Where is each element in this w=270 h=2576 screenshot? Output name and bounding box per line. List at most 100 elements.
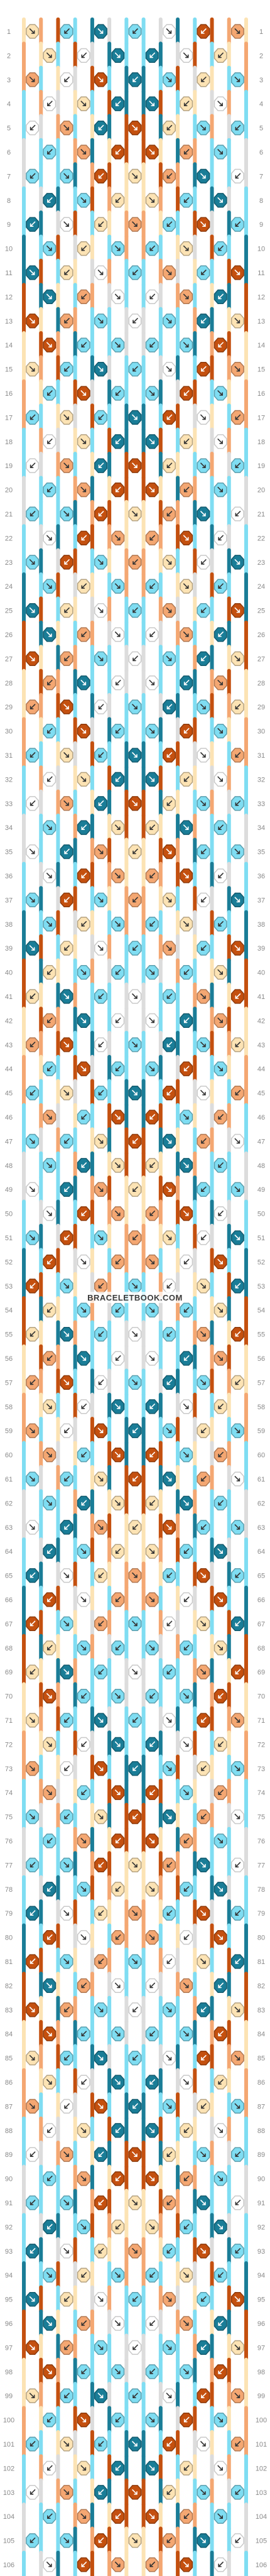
- knot-arrow-icon: [63, 1910, 69, 1916]
- knot-arrow-icon: [149, 2369, 156, 2374]
- row-number: 98: [5, 2369, 13, 2376]
- knot-arrow-icon: [166, 848, 172, 854]
- knot-arrow-icon: [30, 1862, 36, 1868]
- row-number: 1: [7, 28, 11, 36]
- knot-arrow-icon: [183, 2562, 189, 2567]
- knot: [213, 2364, 227, 2379]
- knot-arrow-icon: [114, 1451, 121, 1458]
- knot: [43, 2557, 57, 2572]
- knot-arrow-icon: [200, 124, 206, 131]
- knot: [163, 699, 176, 714]
- row-number: 1: [259, 28, 263, 36]
- knot: [111, 579, 125, 594]
- knot: [60, 2340, 73, 2355]
- knot-arrow-icon: [97, 655, 104, 662]
- knot-arrow-icon: [166, 1910, 173, 1916]
- knot: [43, 145, 57, 160]
- knot: [26, 1809, 40, 1825]
- knot: [94, 1375, 107, 1390]
- knot: [145, 1254, 159, 1270]
- knot-arrow-icon: [200, 221, 206, 227]
- knot: [43, 1061, 57, 1076]
- knot: [180, 482, 193, 498]
- knot: [43, 1158, 57, 1173]
- knot-arrow-icon: [97, 366, 104, 372]
- knot-arrow-icon: [97, 848, 104, 854]
- knot-arrow-icon: [80, 486, 87, 493]
- knot: [230, 168, 244, 184]
- knot: [26, 2340, 40, 2355]
- knot-arrow-icon: [200, 1572, 206, 1578]
- knot: [77, 1399, 90, 1414]
- knot: [94, 1471, 107, 1487]
- knot: [180, 1882, 193, 1897]
- knot-arrow-icon: [166, 1186, 172, 1192]
- row-number: 70: [5, 1693, 13, 1701]
- knot: [26, 1133, 40, 1149]
- knot: [197, 410, 210, 425]
- knot: [197, 2485, 210, 2500]
- knot-arrow-icon: [47, 1355, 53, 1361]
- row-number: 91: [5, 2200, 13, 2207]
- row-number: 59: [257, 1427, 265, 1435]
- knot: [197, 1182, 210, 1197]
- knot: [180, 627, 193, 642]
- knot: [128, 748, 142, 763]
- knot-arrow-icon: [115, 101, 121, 106]
- knot-arrow-icon: [30, 2537, 36, 2543]
- knot-arrow-icon: [200, 1283, 206, 1289]
- row-number: 86: [257, 2079, 265, 2087]
- row-number: 2: [259, 52, 263, 60]
- row-number: 23: [5, 559, 13, 567]
- knot: [94, 844, 107, 860]
- knot: [26, 458, 40, 473]
- knot: [128, 2533, 142, 2548]
- row-number: 2: [7, 52, 11, 60]
- knot-arrow-icon: [149, 1258, 155, 1265]
- knot-arrow-icon: [234, 1186, 240, 1192]
- knot: [230, 24, 244, 39]
- knot-arrow-icon: [149, 2079, 156, 2085]
- knot-arrow-icon: [97, 1766, 104, 1771]
- knot-arrow-icon: [63, 800, 69, 806]
- knot: [163, 1713, 176, 1728]
- knot: [180, 337, 193, 352]
- knot: [213, 579, 227, 594]
- row-number: 69: [5, 1669, 13, 1676]
- knot: [77, 820, 90, 835]
- knot-arrow-icon: [114, 535, 121, 541]
- row-number: 31: [257, 752, 265, 760]
- knot: [230, 796, 244, 811]
- knot-arrow-icon: [201, 28, 207, 34]
- knot-arrow-icon: [114, 1162, 121, 1168]
- knot-arrow-icon: [166, 1524, 172, 1530]
- knot: [43, 917, 57, 932]
- knot-arrow-icon: [98, 2200, 104, 2205]
- knot-arrow-icon: [166, 607, 172, 613]
- knot: [60, 2388, 73, 2403]
- knot: [213, 2219, 227, 2235]
- knot: [77, 386, 90, 401]
- knot: [77, 2075, 90, 2090]
- knot: [60, 1326, 73, 1342]
- knot: [230, 265, 244, 280]
- knot: [43, 1737, 57, 1752]
- knot-arrow-icon: [81, 1162, 87, 1168]
- knot: [128, 506, 142, 521]
- row-number: 97: [5, 2344, 13, 2352]
- knot: [163, 506, 176, 521]
- knot: [77, 193, 90, 208]
- knot-arrow-icon: [97, 1138, 104, 1144]
- knot-arrow-icon: [183, 2320, 189, 2326]
- row-number: 40: [257, 969, 265, 977]
- knot-arrow-icon: [29, 607, 35, 613]
- row-number: 28: [257, 680, 265, 687]
- row-number: 68: [257, 1645, 265, 1652]
- knot-arrow-icon: [217, 776, 223, 782]
- knot: [197, 2291, 210, 2307]
- knot: [230, 2244, 244, 2259]
- row-number: 104: [3, 2513, 14, 2521]
- knot-arrow-icon: [114, 52, 121, 58]
- knot: [230, 989, 244, 1004]
- knot-arrow-icon: [97, 1427, 104, 1433]
